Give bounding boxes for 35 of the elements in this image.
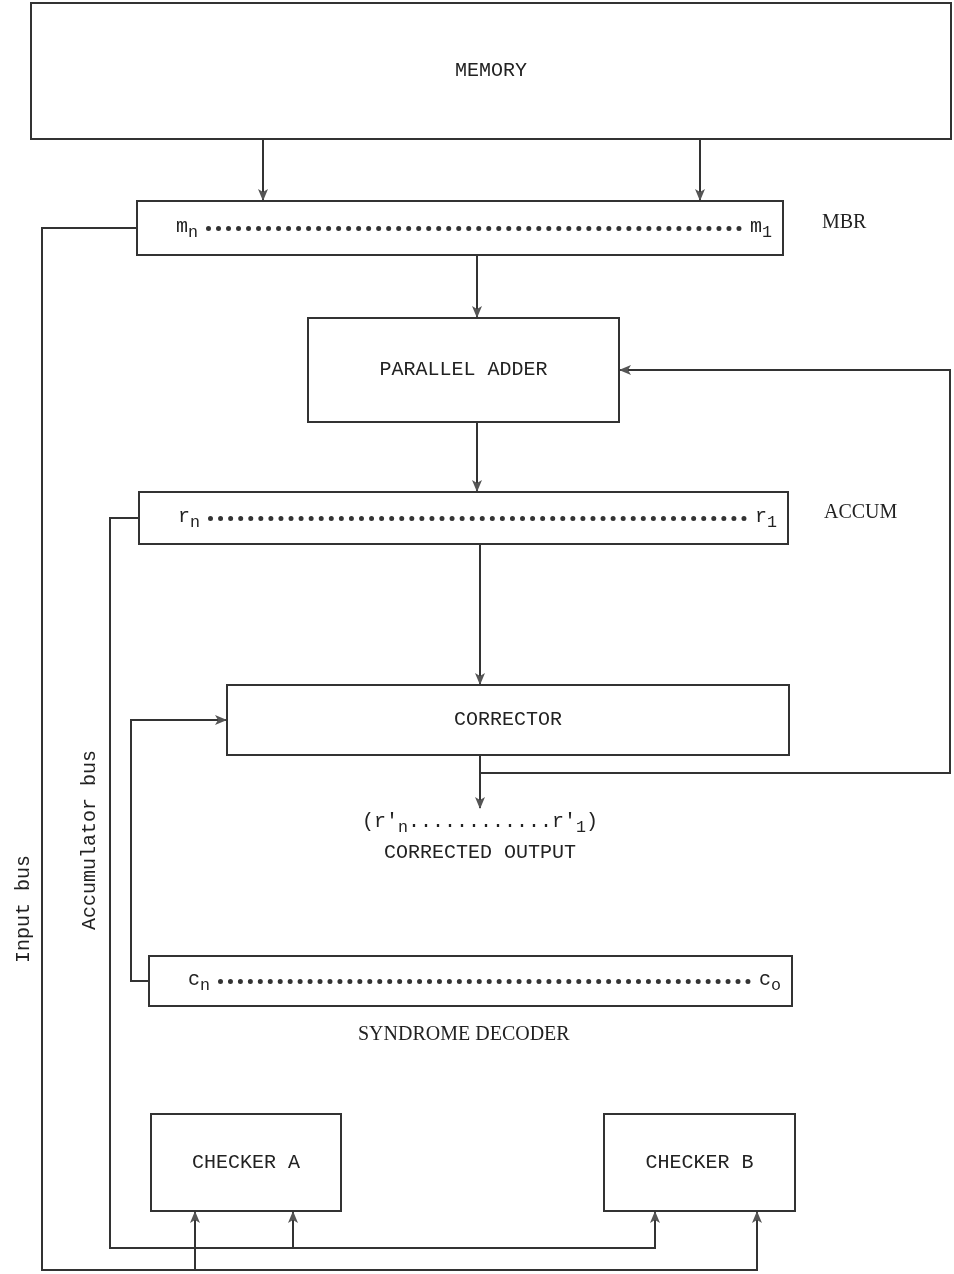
bit-label: r$_{n}$ [178,503,200,534]
register-label: ACCUM [824,500,898,523]
block-label: CORRECTOR [454,707,562,733]
block-box [226,684,790,756]
block-box [150,1113,342,1212]
bit-label: m$_{1}$ [750,213,772,244]
arrow [472,422,482,492]
block-box [30,2,952,140]
bit-label: c$_{o}$ [759,966,781,997]
arrow [475,544,485,685]
output-text: CORRECTED OUTPUT [384,840,576,867]
arrow [41,227,762,1271]
block-box [603,1113,796,1212]
bit-label: r$_{1}$ [755,503,777,534]
register-box [148,955,793,1007]
register-label: MBR [822,210,867,233]
arrow [479,365,951,774]
block-label: MEMORY [455,58,527,84]
arrow [258,139,268,201]
block-label: PARALLEL ADDER [379,357,548,383]
register-label: SYNDROME DECODER [358,1022,570,1045]
bus-label: Accumulator bus [78,750,101,931]
block-label: CHECKER A [192,1149,300,1176]
arrow [472,255,482,318]
register-box [138,491,789,545]
register-box [136,200,784,256]
output-text: (r'$_{n}$............r'$_{1}$) [361,809,599,839]
block-box [307,317,620,423]
arrow [130,715,227,982]
arrow [695,139,705,201]
arrow [109,517,660,1249]
bit-label: m$_{n}$ [176,213,198,244]
bus-label: Input bus [12,855,35,964]
bit-label: c$_{n}$ [188,966,210,997]
block-label: CHECKER B [645,1149,754,1176]
